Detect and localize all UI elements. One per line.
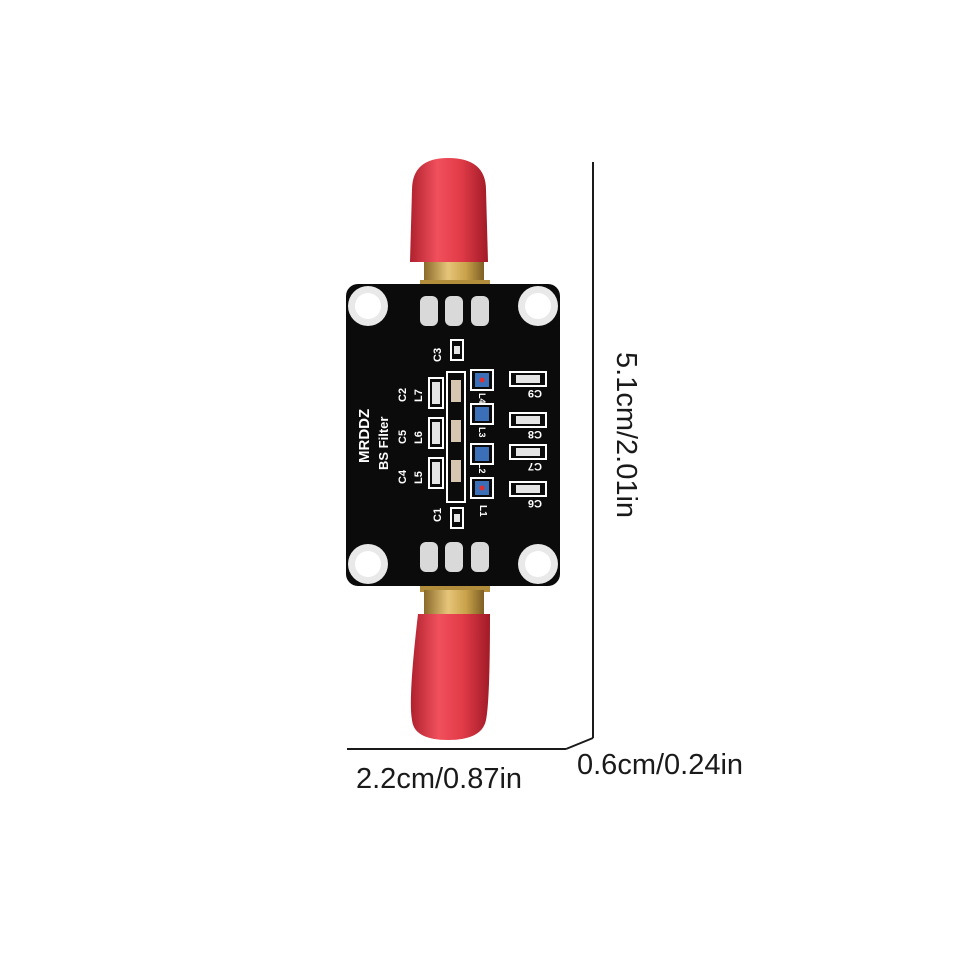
silk-c1: C1	[432, 508, 444, 522]
bottom-connector-flange	[420, 584, 490, 592]
c1-outline	[450, 507, 464, 529]
c7-outline	[509, 444, 547, 460]
l3-component	[475, 407, 489, 421]
model-silkscreen: BS Filter	[376, 417, 391, 470]
thickness-dimension-label: 0.6cm/0.24in	[577, 749, 744, 781]
silk-l1: L1	[477, 505, 488, 517]
bottom-connector-nut	[424, 590, 484, 614]
brand-silkscreen: MRDDZ	[356, 409, 373, 463]
silk-l5: L5	[413, 471, 425, 484]
c2-component	[451, 380, 461, 402]
silk-l2: L2	[477, 463, 487, 474]
c3-outline	[450, 339, 464, 361]
width-dimension-label: 2.2cm/0.87in	[356, 763, 523, 795]
silk-l4: L4	[477, 393, 487, 404]
top-connector-cap	[410, 158, 488, 262]
l7-outline	[428, 377, 444, 409]
l5-outline	[428, 457, 444, 489]
silk-c9: C9	[528, 387, 542, 399]
silk-c7: C7	[528, 460, 542, 472]
pcb-board: MRDDZ BS Filter C2 L7 C5 L6 C4 L5 C3 C1 …	[346, 284, 560, 586]
silk-c4: C4	[397, 469, 409, 484]
silk-l7: L7	[413, 389, 425, 402]
silk-c8: C8	[528, 428, 542, 440]
c6-outline	[509, 481, 547, 497]
l6-outline	[428, 417, 444, 449]
silk-c5: C5	[397, 430, 409, 444]
silk-l3: L3	[477, 427, 487, 438]
center-cap-frame	[446, 371, 466, 503]
l5-component	[432, 462, 440, 484]
l2-component	[475, 447, 489, 461]
l7-component	[432, 382, 440, 404]
c9-outline	[509, 371, 547, 387]
silk-c2: C2	[397, 388, 409, 402]
thickness-dimension-line	[565, 737, 594, 750]
silk-c6: C6	[528, 497, 542, 509]
c5-component	[451, 420, 461, 442]
bottom-connector-cap	[410, 614, 490, 740]
c4-component	[451, 460, 461, 482]
c8-outline	[509, 412, 547, 428]
top-connector-nut	[424, 262, 484, 282]
l6-component	[432, 422, 440, 444]
dimension-lines	[347, 162, 594, 750]
height-dimension-label: 5.1cm/2.01in	[610, 352, 642, 519]
silk-l6: L6	[413, 431, 425, 444]
silk-c3: C3	[432, 348, 444, 362]
